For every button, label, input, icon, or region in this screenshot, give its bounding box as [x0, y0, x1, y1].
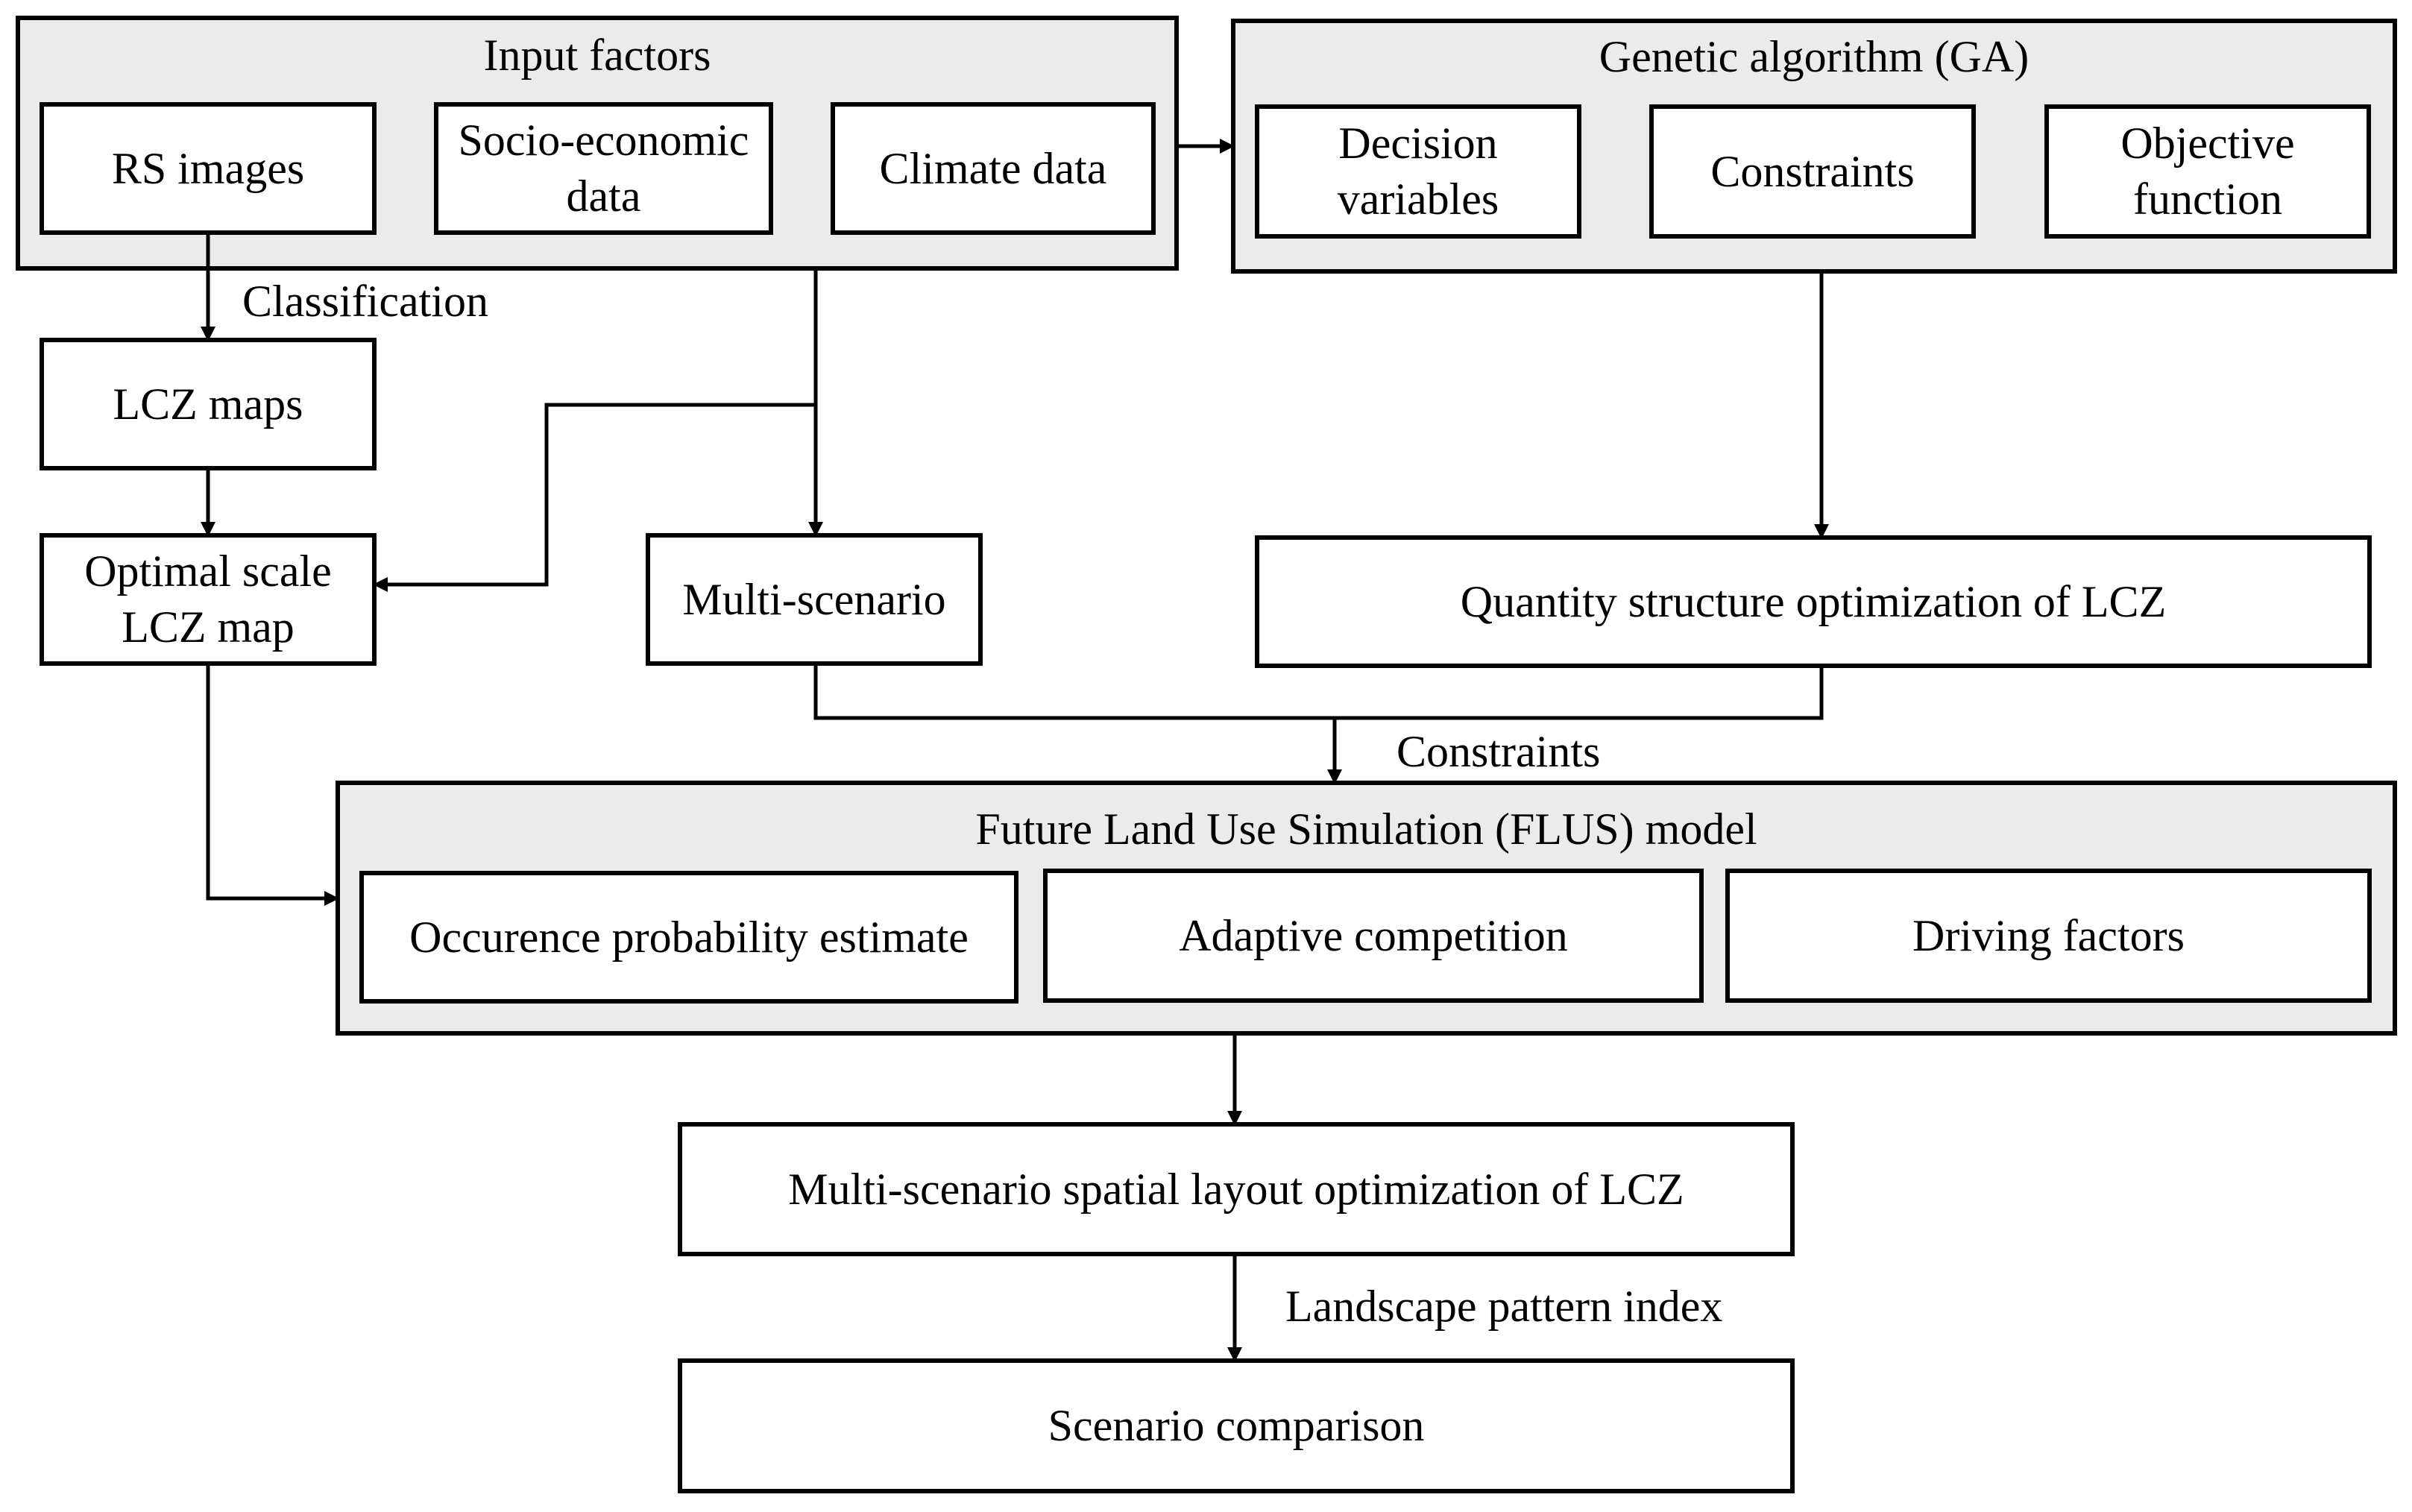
lcz-maps-box	[40, 338, 377, 470]
multi-scenario-box	[646, 533, 983, 666]
decision-variables-box	[1255, 104, 1581, 239]
adaptive-competition-label: Adaptive competition	[1179, 910, 1568, 960]
socio-economic-data-box	[434, 102, 773, 235]
occurrence-probability-label: Occurence probability estimate	[409, 912, 969, 962]
driving-factors-box	[1725, 869, 2372, 1003]
quantity-structure-optimization-box	[1255, 535, 2372, 668]
edge-input-to-optimal-scale	[373, 403, 816, 592]
optimal-scale-lcz-map-label: Optimal scale LCZ map	[84, 546, 332, 652]
socio-economic-data-label: Socio-economic data	[458, 116, 749, 221]
constraints-edge-label: Constraints	[1396, 727, 1601, 776]
ga-constraints-label: Constraints	[1710, 146, 1915, 196]
edge-multi-scenario-merge	[813, 664, 1824, 720]
climate-data-box	[831, 102, 1156, 235]
spatial-layout-optimization-box	[678, 1122, 1795, 1256]
rs-images-label: RS images	[111, 143, 305, 193]
genetic-algorithm-title: Genetic algorithm (GA)	[1599, 31, 2030, 81]
climate-data-label: Climate data	[879, 143, 1107, 193]
adaptive-competition-box	[1043, 869, 1704, 1003]
scenario-comparison-label: Scenario comparison	[1048, 1401, 1425, 1450]
decision-variables-label: Decision variables	[1337, 119, 1499, 224]
edge-optimal-scale-to-flus	[206, 664, 339, 906]
lcz-maps-label: LCZ maps	[113, 379, 303, 429]
spatial-layout-optimization-label: Multi-scenario spatial layout optimizati…	[788, 1164, 1684, 1214]
objective-function-label: Objective function	[2120, 119, 2295, 224]
multi-scenario-label: Multi-scenario	[682, 574, 946, 624]
optimal-scale-lcz-map-box	[40, 533, 377, 666]
landscape-pattern-index-edge-label: Landscape pattern index	[1285, 1282, 1723, 1331]
quantity-structure-optimization-label: Quantity structure optimization of LCZ	[1460, 576, 2167, 626]
rs-images-box	[40, 102, 377, 235]
input-factors-title: Input factors	[483, 30, 711, 80]
driving-factors-label: Driving factors	[1912, 910, 2185, 960]
flus-model-title: Future Land Use Simulation (FLUS) model	[975, 804, 1757, 854]
classification-edge-label: Classification	[242, 277, 488, 326]
ga-constraints-box	[1649, 104, 1976, 239]
occurrence-probability-box	[359, 871, 1018, 1004]
objective-function-box	[2044, 104, 2371, 239]
scenario-comparison-box	[678, 1358, 1795, 1493]
